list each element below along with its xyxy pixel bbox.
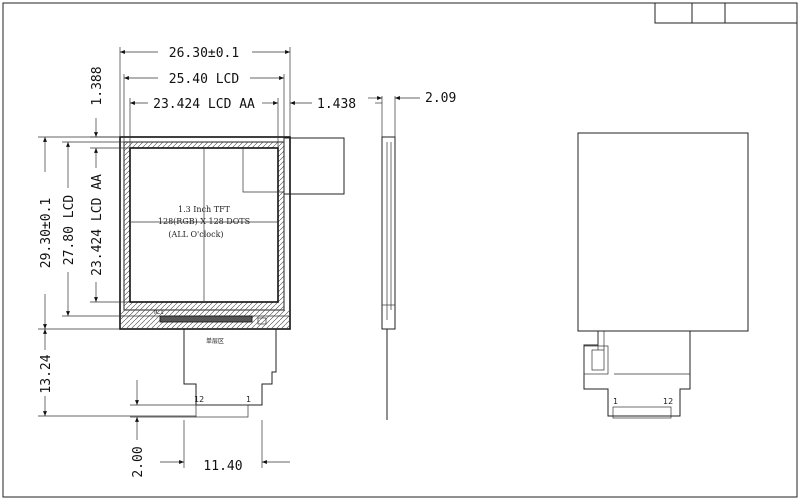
dim-lcd-width: 25.40 LCD: [169, 72, 240, 87]
dim-thickness: 2.09: [425, 91, 456, 106]
driver-ic: [159, 315, 253, 323]
dim-side-margin: 1.438: [317, 97, 356, 112]
fpc-outline: [183, 329, 277, 406]
ic-label: IC1: [154, 309, 164, 316]
fpc-hatch-tab: [283, 137, 345, 195]
dim-top-margin: 1.388: [90, 66, 105, 105]
dim-lcd-height: 27.80 LCD: [62, 195, 77, 266]
side-glass: [381, 136, 396, 330]
back-connector: [583, 345, 609, 375]
dim-fpc-width: 11.40: [203, 459, 242, 474]
screen-label-3: (ALL O'clock): [168, 230, 223, 239]
screen-label-1: 1.3 Inch TFT: [178, 205, 231, 214]
dim-outline-width: 26.30±0.1: [169, 46, 239, 61]
title-block: [654, 2, 798, 24]
screen-label-2: 128(RGB) X 128 DOTS: [158, 217, 250, 226]
dim-aa-width: 23.424 LCD AA: [153, 97, 255, 112]
back-fpc-outline: [583, 331, 691, 417]
pin-label-12: 12: [194, 395, 204, 404]
back-pin-label-1: 1: [613, 397, 618, 406]
dim-outline-height: 29.30±0.1: [39, 198, 54, 268]
back-pin-label-12: 12: [663, 397, 673, 406]
dim-aa-height: 23.424 LCD AA: [90, 174, 105, 276]
back-fingers: [612, 406, 672, 419]
back-outline: [577, 132, 749, 332]
fpc-side-label: 单层区: [206, 337, 224, 345]
dim-fpc-length: 13.24: [39, 354, 54, 393]
fpc-fingers: [195, 404, 249, 418]
side-view: 2.09: [368, 91, 456, 420]
pin-label-1: 1: [246, 395, 251, 404]
back-view: 1 12: [577, 132, 749, 419]
dim-pin-height: 2.00: [131, 446, 146, 477]
front-view: 1.3 Inch TFT 128(RGB) X 128 DOTS (ALL O'…: [38, 46, 383, 478]
